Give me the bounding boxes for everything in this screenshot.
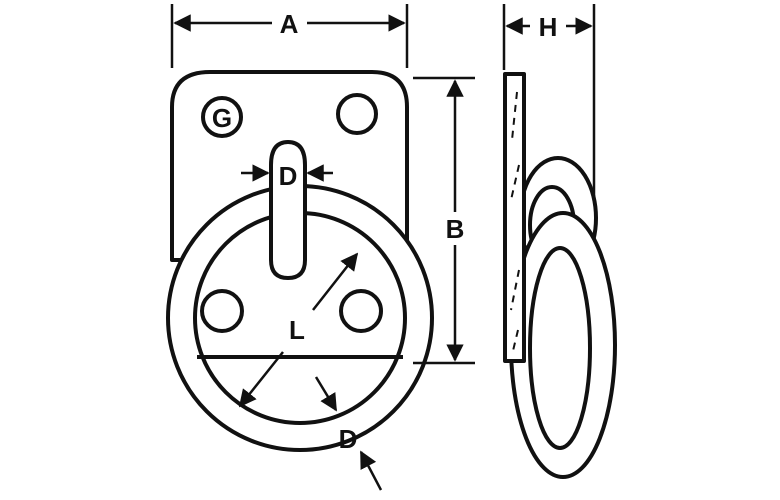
side-plate [503,72,526,363]
label-width-a: A [280,9,299,39]
mounting-hole-bottom-left [200,289,244,333]
side-ring-inner [528,246,592,450]
dim-l-arrow-down [238,351,284,408]
pin-staple [269,140,307,280]
mounting-hole-g [201,96,243,138]
dim-wire-arrow-in [314,376,338,412]
label-ring-d: D [339,424,358,454]
label-ring-l: L [289,315,305,345]
mounting-hole-top-right [336,93,378,135]
label-pin-d: D [279,161,298,191]
side-plate-hidden-lines [510,91,520,356]
side-view: H [502,4,617,479]
mounting-hole-bottom-right [339,289,383,333]
label-height-b: B [446,214,465,244]
dim-wire-arrow-out [359,450,383,491]
front-view: G D L D A B [166,4,475,491]
dim-l-arrow-up [312,252,359,311]
label-hole-g: G [212,103,232,133]
label-thickness-h: H [539,12,558,42]
